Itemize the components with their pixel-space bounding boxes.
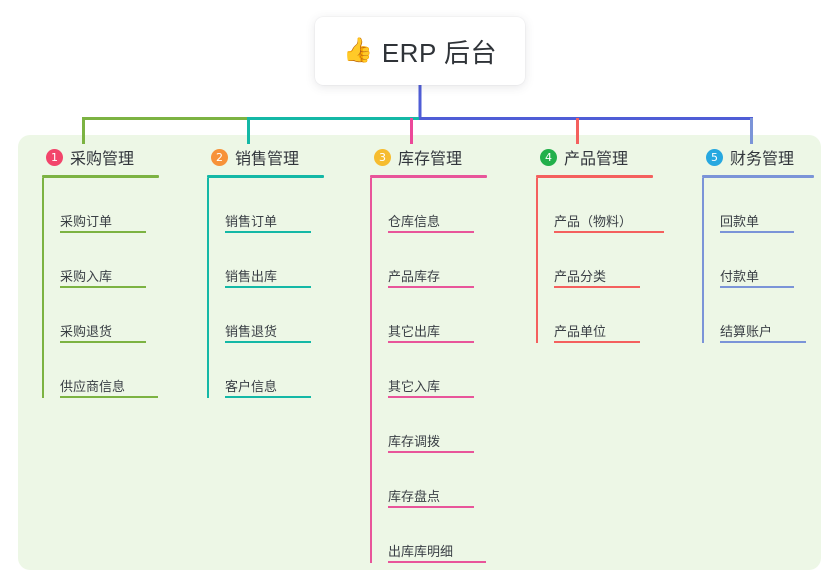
branch-item[interactable]: 回款单: [720, 178, 814, 233]
branch-item-label: 付款单: [720, 269, 760, 284]
branch-item-label: 回款单: [720, 214, 760, 229]
branch-item-underline: [60, 341, 146, 343]
branch-item-underline: [60, 231, 146, 233]
branch-item-label: 采购入库: [60, 269, 113, 284]
branch-item-label: 产品分类: [554, 269, 607, 284]
branch-item-label: 出库库明细: [388, 544, 454, 559]
branch-item[interactable]: 供应商信息: [60, 343, 159, 398]
branch-title: 采购管理: [70, 151, 135, 168]
branch-item[interactable]: 销售订单: [225, 178, 324, 233]
branch-item-underline: [388, 451, 474, 453]
branch-item-label: 其它入库: [388, 379, 441, 394]
branch-item-list: 回款单付款单结算账户: [702, 178, 814, 343]
branch-column-4: 4 产品管理产品（物料） 产品分类产品单位: [536, 145, 664, 343]
branch-item-list: 采购订单采购入库采购退货供应商信息: [42, 178, 159, 398]
branch-column-2: 2 销售管理销售订单销售出库销售退货客户信息: [207, 145, 324, 398]
branch-item-label: 采购订单: [60, 214, 113, 229]
branch-item-list: 产品（物料） 产品分类产品单位: [536, 178, 664, 343]
branch-item[interactable]: 客户信息: [225, 343, 324, 398]
branch-underline: [207, 175, 324, 178]
root-node-title: ERP 后台: [381, 37, 498, 68]
branch-item-underline: [388, 506, 474, 508]
branch-item-underline: [60, 396, 158, 398]
branch-item-underline: [388, 561, 486, 563]
branch-item[interactable]: 付款单: [720, 233, 814, 288]
diagram-panel-background: [18, 135, 821, 570]
branch-item-underline: [225, 396, 311, 398]
thumbs-up-emoji: 👍: [342, 37, 373, 64]
branch-item-underline: [554, 341, 640, 343]
branch-item[interactable]: 其它入库: [388, 343, 487, 398]
branch-number-badge: 1: [46, 148, 63, 166]
branch-column-3: 3 库存管理仓库信息产品库存其它出库其它入库库存调拨库存盘点出库库明细: [370, 145, 487, 563]
branch-number-badge: 5: [706, 148, 723, 166]
branch-item[interactable]: 采购入库: [60, 233, 159, 288]
branch-number-badge: 4: [540, 148, 557, 166]
branch-item-label: 供应商信息: [60, 379, 126, 394]
branch-header-4[interactable]: 4 产品管理: [536, 145, 653, 169]
branch-item[interactable]: 采购订单: [60, 178, 159, 233]
branch-item[interactable]: 产品（物料）: [554, 178, 664, 233]
branch-item-underline: [388, 231, 474, 233]
branch-item-underline: [720, 286, 794, 288]
branch-item-label: 产品库存: [388, 269, 441, 284]
branch-item-label: 采购退货: [60, 324, 113, 339]
branch-item[interactable]: 库存盘点: [388, 453, 487, 508]
branch-item-underline: [554, 231, 664, 233]
branch-number-badge: 3: [374, 148, 391, 166]
branch-item-underline: [720, 231, 794, 233]
branch-item-list: 销售订单销售出库销售退货客户信息: [207, 178, 324, 398]
branch-header-1[interactable]: 1 采购管理: [42, 145, 159, 169]
branch-item-label: 销售退货: [225, 324, 278, 339]
branch-item-underline: [225, 231, 311, 233]
branch-item[interactable]: 库存调拨: [388, 398, 487, 453]
branch-item-label: 产品（物料）: [554, 214, 633, 229]
branch-item-label: 其它出库: [388, 324, 441, 339]
branch-underline: [536, 175, 653, 178]
branch-item[interactable]: 产品分类: [554, 233, 653, 288]
branch-column-5: 5 财务管理回款单付款单结算账户: [702, 145, 814, 343]
branch-underline: [702, 175, 814, 178]
branch-item-underline: [60, 286, 146, 288]
branch-title: 库存管理: [398, 151, 463, 168]
branch-underline: [370, 175, 487, 178]
branch-item[interactable]: 采购退货: [60, 288, 159, 343]
branch-item-label: 库存调拨: [388, 434, 441, 449]
branch-title: 产品管理: [564, 151, 629, 168]
branch-item[interactable]: 出库库明细: [388, 508, 487, 563]
branch-item-underline: [388, 396, 474, 398]
branch-number-badge: 2: [211, 148, 228, 166]
branch-item[interactable]: 销售出库: [225, 233, 324, 288]
branch-item-underline: [388, 341, 474, 343]
branch-item-underline: [554, 286, 640, 288]
branch-column-1: 1 采购管理采购订单采购入库采购退货供应商信息: [42, 145, 159, 398]
branch-item[interactable]: 产品库存: [388, 233, 487, 288]
branch-item-label: 仓库信息: [388, 214, 441, 229]
branch-item[interactable]: 仓库信息: [388, 178, 487, 233]
root-node-card[interactable]: 👍 ERP 后台: [315, 17, 525, 85]
branch-item-label: 销售订单: [225, 214, 278, 229]
branch-item-label: 销售出库: [225, 269, 278, 284]
branch-header-3[interactable]: 3 库存管理: [370, 145, 487, 169]
branch-item-label: 结算账户: [720, 324, 773, 339]
branch-title: 财务管理: [730, 151, 795, 168]
branch-item-label: 产品单位: [554, 324, 607, 339]
branch-header-2[interactable]: 2 销售管理: [207, 145, 324, 169]
branch-item[interactable]: 其它出库: [388, 288, 487, 343]
branch-item-label: 库存盘点: [388, 489, 441, 504]
branch-item[interactable]: 产品单位: [554, 288, 653, 343]
branch-item-list: 仓库信息产品库存其它出库其它入库库存调拨库存盘点出库库明细: [370, 178, 487, 563]
branch-header-5[interactable]: 5 财务管理: [702, 145, 814, 169]
branch-item-label: 客户信息: [225, 379, 278, 394]
branch-item-underline: [225, 286, 311, 288]
branch-item-underline: [720, 341, 806, 343]
branch-title: 销售管理: [235, 151, 300, 168]
branch-underline: [42, 175, 159, 178]
branch-item-underline: [388, 286, 474, 288]
branch-item[interactable]: 销售退货: [225, 288, 324, 343]
branch-item[interactable]: 结算账户: [720, 288, 814, 343]
branch-item-underline: [225, 341, 311, 343]
